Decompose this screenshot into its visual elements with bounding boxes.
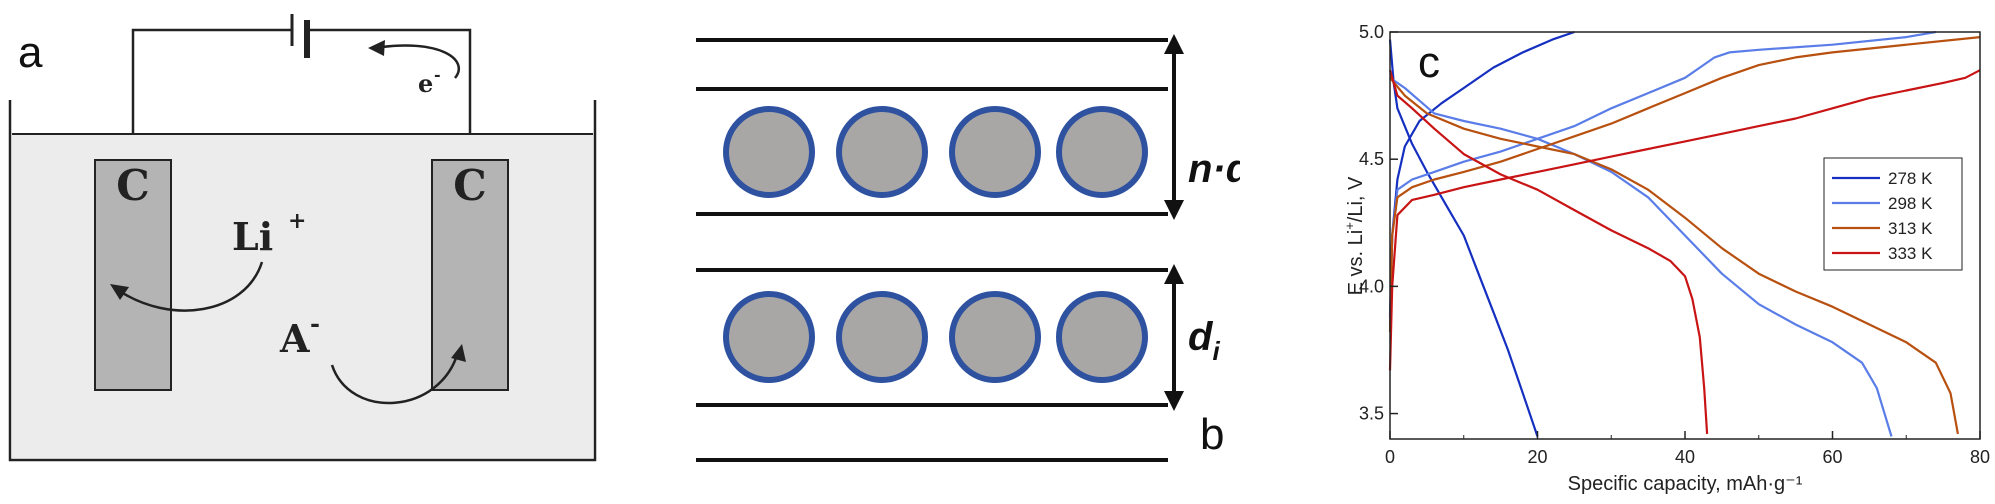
anion-arrow (330, 351, 460, 405)
interlayer-distance-label: n·d00n (1188, 147, 1240, 196)
electrode-right-label: C (453, 161, 486, 210)
arrow-head (1164, 264, 1184, 284)
series-line-discharge (1388, 39, 1539, 437)
anion-charge: - (310, 309, 320, 338)
panel-a-electrochemical-cell: e - C C Li + A - a (0, 0, 610, 499)
cation-charge: + (288, 208, 306, 234)
panel-b-intercalation-layers: n·d00n di b (680, 0, 1295, 499)
legend-label: 333 K (1888, 244, 1933, 263)
intercalant-ion (949, 106, 1041, 198)
chart: 0 20 40 60 80 3.5 4.0 4.5 5.0 E vs. Li+/Li, V Sp… (1342, 22, 1990, 495)
legend: 278 K 298 K 313 K 333 K (1823, 157, 1963, 271)
series-line-charge (1388, 69, 1981, 371)
arrow-head (1164, 391, 1184, 411)
curves-layer (1388, 30, 1981, 437)
intercalant-ion (836, 106, 928, 198)
cation-arrow-head (110, 284, 129, 300)
cation-arrow (117, 261, 264, 312)
intercalation-distance-label: di (1188, 315, 1220, 366)
cation-label: Li (232, 214, 273, 259)
panel-c-charge-discharge-chart: 0 20 40 60 80 3.5 4.0 4.5 5.0 E vs. Li+/Li, V Sp… (1310, 0, 1995, 499)
x-tick-label: 80 (1970, 447, 1990, 467)
x-tick-label: 20 (1527, 447, 1547, 467)
intercalant-ion (1056, 106, 1148, 198)
y-tick-label: 5.0 (1359, 22, 1384, 42)
series-line-charge (1388, 30, 1936, 325)
electrode-left-label: C (116, 161, 149, 210)
axes-layer: 0 20 40 60 80 3.5 4.0 4.5 5.0 (1359, 22, 1990, 467)
electron-arrow (374, 44, 461, 79)
y-tick-label: 4.5 (1359, 149, 1384, 169)
layer-diagram: n·d00n di (696, 34, 1295, 462)
legend-box (1823, 157, 1963, 271)
panel-a-label: a (18, 28, 43, 77)
intercalant-ion (723, 106, 815, 198)
intercalant-ion (836, 291, 928, 383)
intercalant-ion (723, 291, 815, 383)
x-tick-label: 0 (1385, 447, 1395, 467)
wire-right (308, 28, 472, 165)
legend-label: 278 K (1888, 169, 1933, 188)
arrow-head (1164, 34, 1184, 54)
x-tick-label: 60 (1822, 447, 1842, 467)
anion-label: A (279, 316, 310, 361)
series-line-charge (1388, 36, 1981, 333)
series-line-discharge (1388, 69, 1709, 434)
beaker-outline (8, 100, 597, 462)
y-tick-label: 3.5 (1359, 404, 1384, 424)
cell-diagram: e - C C Li + A - (8, 14, 597, 462)
legend-label: 298 K (1888, 194, 1933, 213)
intercalant-ion (1056, 291, 1148, 383)
intercalant-ion (949, 291, 1041, 383)
legend-label: 313 K (1888, 219, 1933, 238)
y-tick-label: 4.0 (1359, 276, 1384, 296)
electrode-right (431, 159, 509, 391)
electron-charge: - (434, 65, 441, 84)
x-tick-label: 40 (1675, 447, 1695, 467)
panel-c-label: c (1418, 38, 1440, 87)
x-axis-label: Specific capacity, mAh·g⁻¹ (1568, 473, 1803, 495)
anion-arrow-head (451, 344, 466, 362)
arrow-head (1164, 200, 1184, 220)
electron-arrow-head (368, 40, 385, 56)
electron-label: e (418, 69, 433, 98)
series-line-discharge (1389, 77, 1959, 435)
panel-b-label: b (1200, 410, 1225, 459)
y-axis-label: E vs. Li+/Li, V (1342, 176, 1367, 295)
series-line-discharge (1389, 76, 1893, 437)
wire-left (131, 28, 292, 165)
electrode-left (94, 159, 172, 391)
